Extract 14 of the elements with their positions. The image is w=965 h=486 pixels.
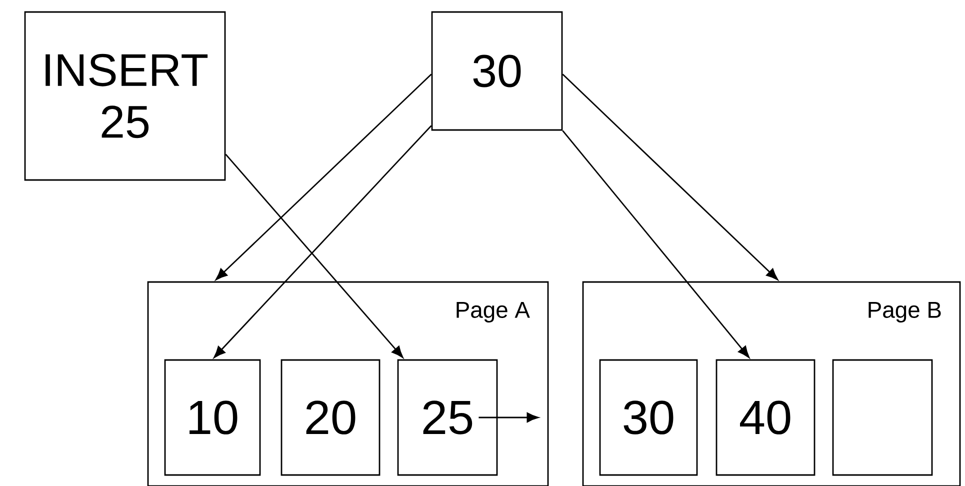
arrow: [216, 74, 432, 280]
key-box: INSERT 25: [24, 11, 226, 181]
arrow: [225, 154, 404, 358]
slot-box: 10: [164, 359, 261, 476]
key-box: 30: [431, 11, 563, 131]
slot-box: 25: [397, 359, 498, 476]
arrow: [562, 74, 778, 280]
empty-slot-box: [832, 359, 933, 476]
arrow: [478, 412, 539, 422]
slot-box: 40: [716, 359, 816, 476]
arrow: [214, 125, 432, 358]
slot-box: 30: [599, 359, 698, 476]
slot-box: 20: [280, 359, 380, 476]
arrow: [562, 130, 750, 358]
